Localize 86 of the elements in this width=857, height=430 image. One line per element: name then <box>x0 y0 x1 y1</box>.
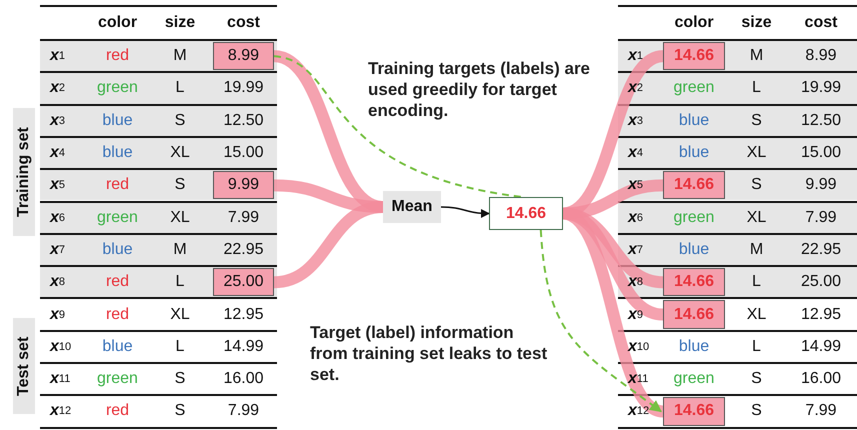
size-value: S <box>750 401 763 422</box>
price-value: 19.99 <box>222 78 265 98</box>
price-value: 22.95 <box>222 240 265 260</box>
category-value: blue <box>101 110 134 131</box>
column-header: size <box>740 13 773 33</box>
size-value: XL <box>746 208 768 228</box>
price-value: 12.95 <box>800 304 842 325</box>
price-value: 16.00 <box>222 369 265 390</box>
category-value: red <box>104 272 130 292</box>
size-value: L <box>174 336 186 357</box>
highlighted-value: 25.00 <box>213 268 274 296</box>
highlighted-value: 14.66 <box>663 42 725 70</box>
category-value: red <box>104 401 130 422</box>
result-box: 14.66 <box>489 197 563 230</box>
category-value: green <box>672 78 716 98</box>
annotation-text: Training targets (labels) are used greedily for target encoding. <box>368 58 590 121</box>
set-label: Test set <box>13 318 35 414</box>
size-value: S <box>174 401 186 422</box>
category-value: green <box>96 78 139 98</box>
size-value: L <box>751 78 762 98</box>
price-value: 15.00 <box>222 143 265 164</box>
price-value: 14.99 <box>222 336 265 357</box>
category-value: green <box>672 369 716 390</box>
category-value: red <box>104 46 130 66</box>
highlighted-value: 9.99 <box>213 171 274 200</box>
price-value: 15.00 <box>800 143 842 164</box>
size-value: XL <box>746 304 768 325</box>
size-value: XL <box>746 143 768 164</box>
category-value: blue <box>101 336 134 357</box>
size-value: L <box>751 272 762 292</box>
size-value: XL <box>169 143 191 164</box>
price-value: 7.99 <box>226 401 260 422</box>
category-value: blue <box>678 240 710 260</box>
size-value: XL <box>169 304 191 325</box>
price-value: 16.00 <box>800 369 842 390</box>
category-value: green <box>96 369 139 390</box>
category-value: red <box>104 304 130 325</box>
price-value: 7.99 <box>804 208 838 228</box>
price-value: 12.95 <box>222 304 265 325</box>
category-value: green <box>96 208 139 228</box>
price-value: 12.50 <box>800 110 842 131</box>
price-value: 7.99 <box>804 401 838 422</box>
column-header: color <box>673 13 715 33</box>
price-value: 22.95 <box>800 240 842 260</box>
price-value: 19.99 <box>800 78 842 98</box>
size-value: XL <box>169 208 191 228</box>
size-value: M <box>172 46 188 66</box>
highlighted-value: 14.66 <box>663 171 725 200</box>
dashed-arrow <box>540 230 662 412</box>
category-value: green <box>672 208 716 228</box>
category-value: blue <box>678 336 710 357</box>
column-header: color <box>96 13 138 33</box>
operation-box: Mean <box>383 191 441 223</box>
arrow <box>440 206 490 218</box>
column-header: cost <box>804 13 838 33</box>
size-value: L <box>174 272 186 292</box>
size-value: M <box>748 240 764 260</box>
category-value: blue <box>678 143 710 164</box>
price-value: 8.99 <box>804 46 838 66</box>
highlighted-value: 14.66 <box>663 300 725 329</box>
set-label: Training set <box>13 108 35 236</box>
size-value: S <box>174 110 186 131</box>
price-value: 14.99 <box>800 336 842 357</box>
size-value: S <box>750 369 763 390</box>
size-value: L <box>751 336 762 357</box>
highlighted-value: 14.66 <box>663 268 725 296</box>
category-value: red <box>104 175 130 196</box>
size-value: S <box>750 175 763 196</box>
category-value: blue <box>101 240 134 260</box>
size-value: S <box>750 110 763 131</box>
price-value: 25.00 <box>800 272 842 292</box>
category-value: blue <box>678 110 710 131</box>
size-value: S <box>174 175 186 196</box>
highlighted-value: 8.99 <box>213 42 274 70</box>
column-header: size <box>164 13 196 33</box>
size-value: L <box>174 78 186 98</box>
size-value: S <box>174 369 186 390</box>
price-value: 9.99 <box>804 175 838 196</box>
price-value: 12.50 <box>222 110 265 131</box>
column-header: cost <box>226 13 261 33</box>
category-value: blue <box>101 143 134 164</box>
price-value: 7.99 <box>226 208 260 228</box>
size-value: M <box>748 46 764 66</box>
size-value: M <box>172 240 188 260</box>
annotation-text: Target (label) information from training set leaks to test set. <box>310 322 548 385</box>
highlighted-value: 14.66 <box>663 397 725 426</box>
